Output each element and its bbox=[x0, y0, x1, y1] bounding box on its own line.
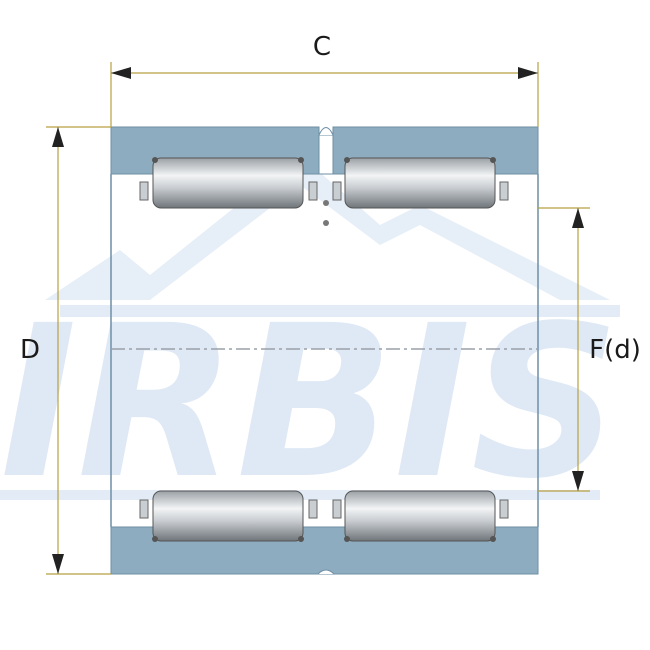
dimension-c bbox=[110, 62, 539, 127]
dimension-fd-label: F(d) bbox=[589, 335, 641, 365]
roller bbox=[152, 157, 304, 209]
dimension-d-label: D bbox=[20, 335, 40, 365]
cage-pocket bbox=[499, 499, 509, 519]
watermark-mountain-icon bbox=[45, 155, 610, 300]
cage-pocket bbox=[332, 181, 342, 201]
watermark-bar-top bbox=[60, 305, 620, 317]
roller bbox=[152, 490, 304, 542]
cage-pocket bbox=[139, 181, 149, 201]
dimension-fd bbox=[538, 207, 590, 492]
cage-pocket bbox=[499, 181, 509, 201]
cage-pocket bbox=[139, 499, 149, 519]
cage-pocket bbox=[332, 499, 342, 519]
dimension-d bbox=[46, 126, 111, 575]
dimension-c-label: C bbox=[313, 32, 331, 62]
roller bbox=[344, 157, 496, 209]
roller bbox=[344, 490, 496, 542]
roller-row-top bbox=[139, 157, 509, 226]
watermark-text: IRBIS bbox=[0, 280, 620, 525]
outer-ring-top bbox=[110, 126, 539, 175]
watermark: IRBIS bbox=[0, 155, 620, 525]
roller-row-bottom bbox=[139, 490, 509, 542]
cage-pocket bbox=[308, 499, 318, 519]
cage-pocket bbox=[308, 181, 318, 201]
